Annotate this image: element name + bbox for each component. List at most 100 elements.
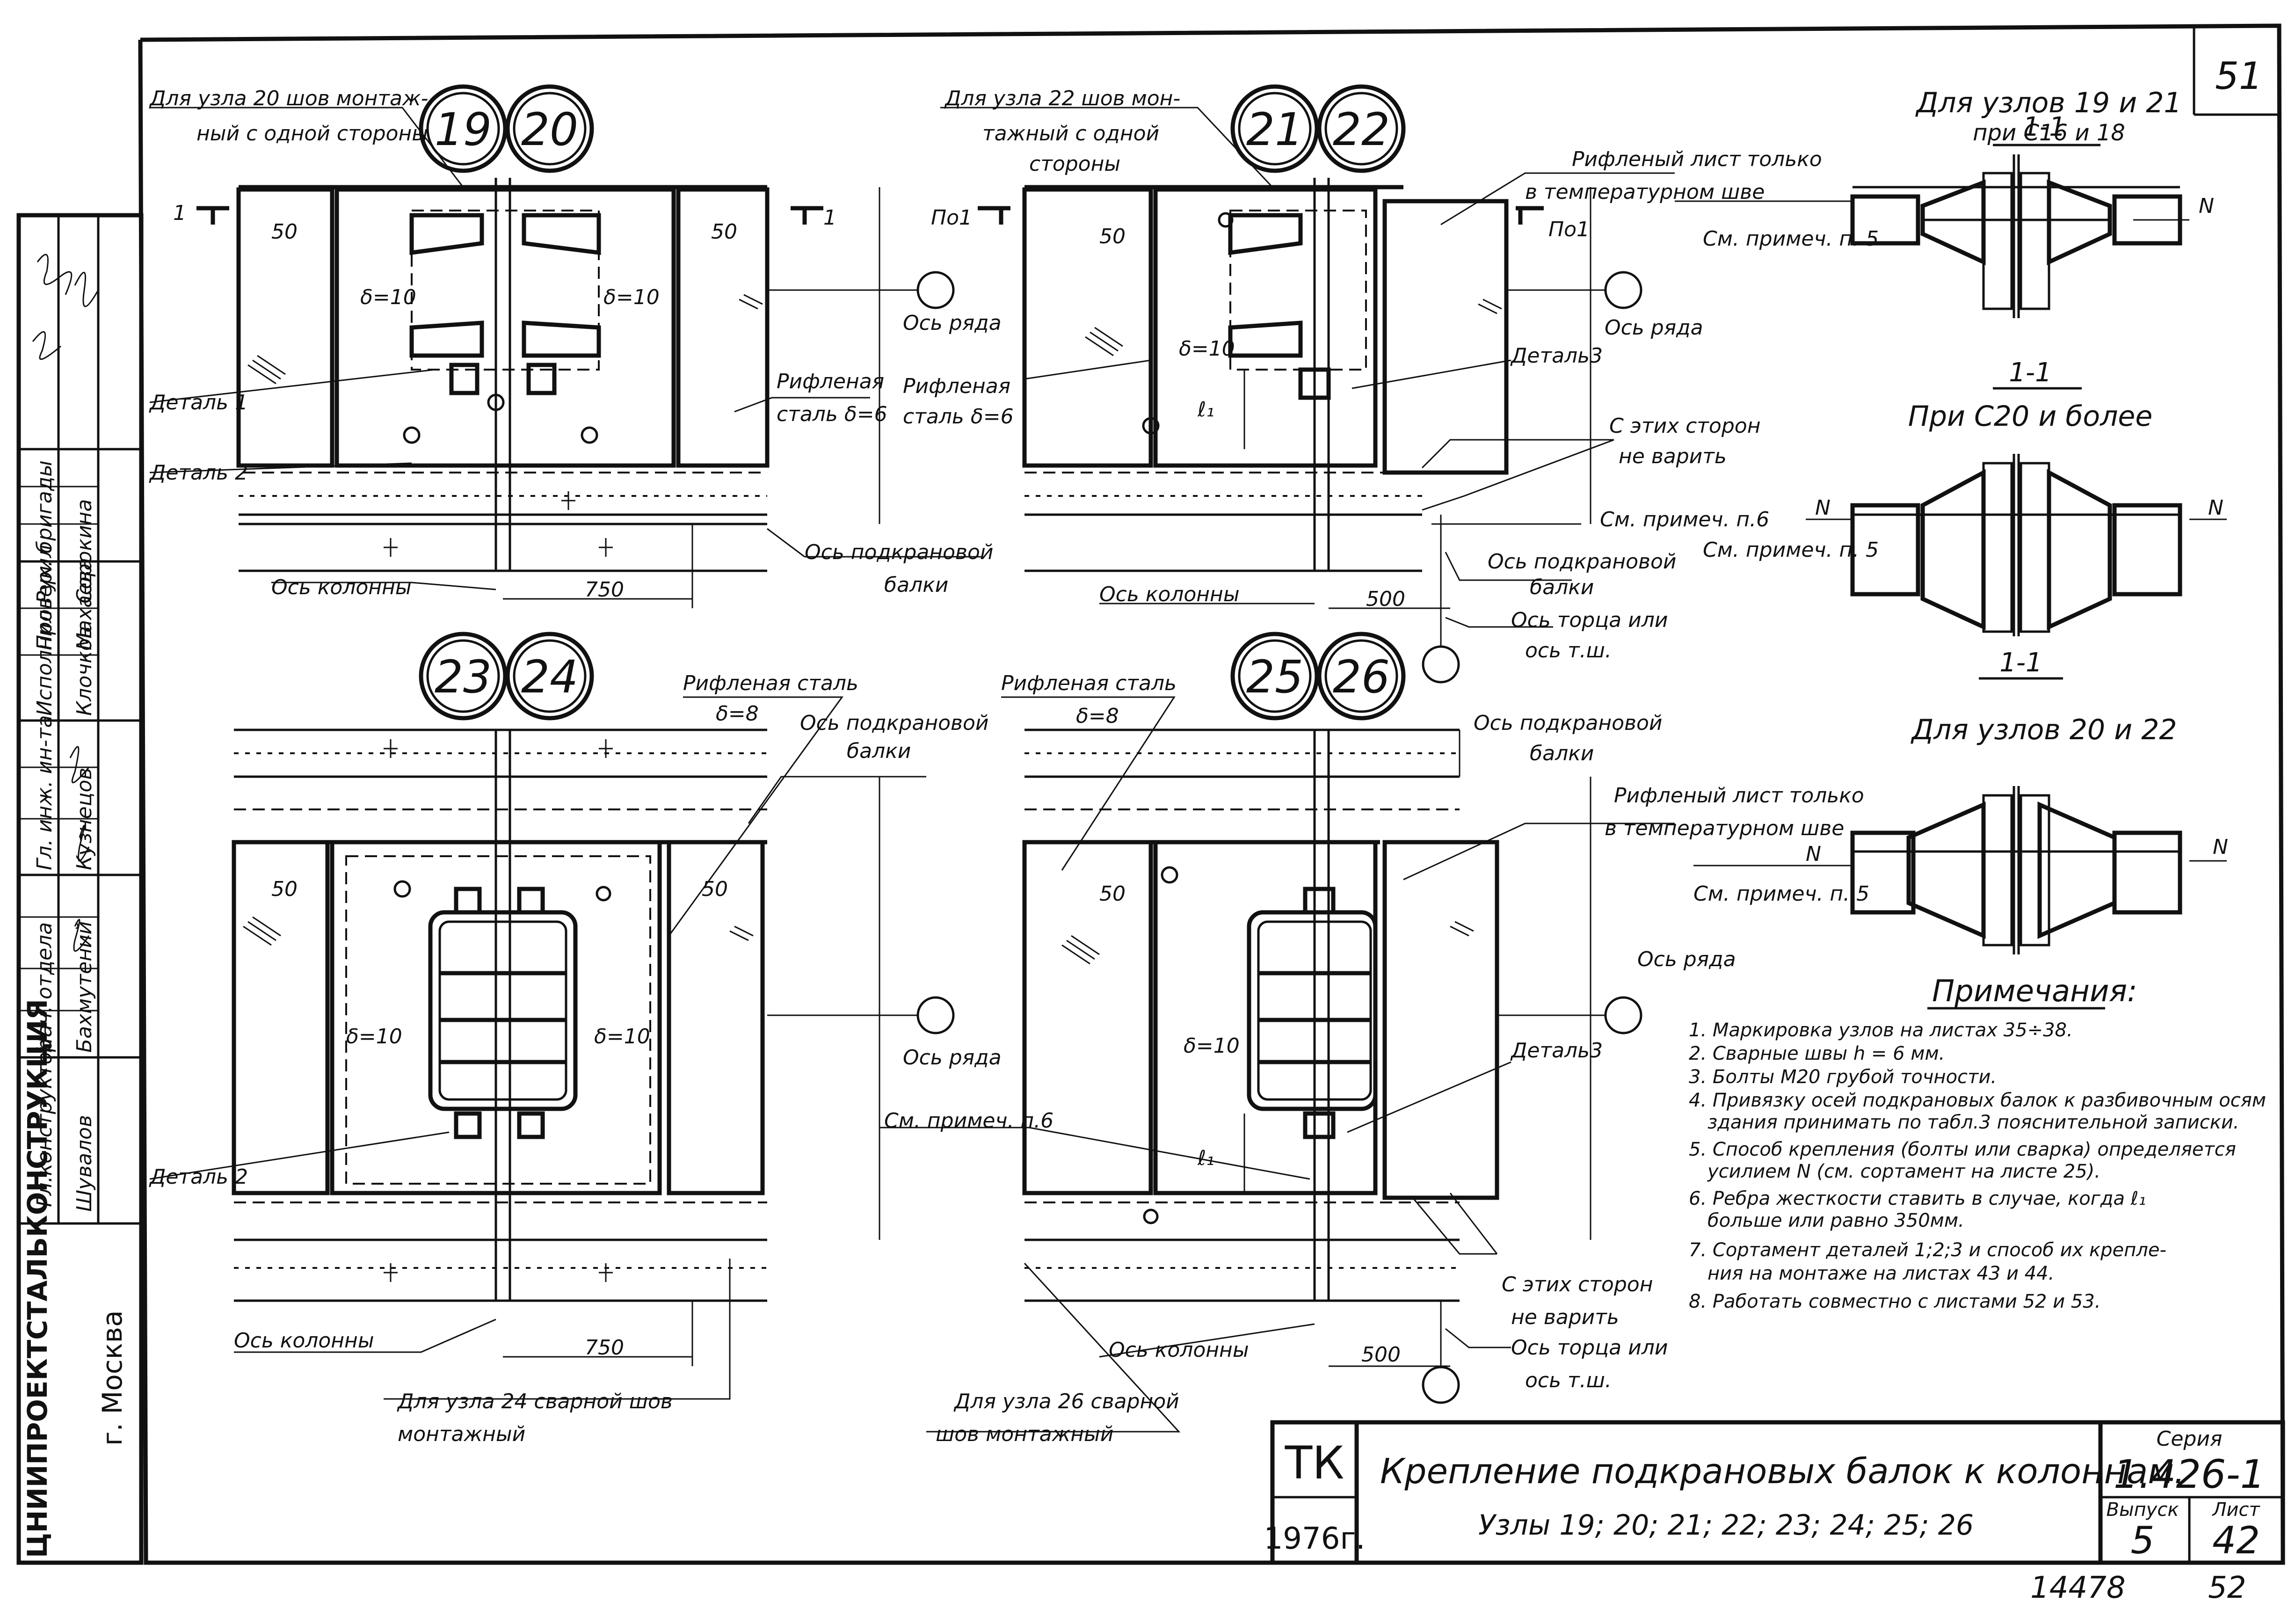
- section1-title: Для узлов 19 и 21: [1915, 87, 2181, 119]
- series-label: Серия: [2157, 1427, 2223, 1451]
- weld-20-line1: Для узла 20 шов монтаж-: [149, 87, 429, 110]
- bottom-number-left: 14478: [2030, 1571, 2126, 1605]
- dim500-b: 500: [1361, 1343, 1401, 1367]
- axis-column-1: Ось колонны: [271, 575, 412, 599]
- sheet-label: Лист: [2211, 1499, 2260, 1521]
- issue-label: Выпуск: [2107, 1499, 2179, 1521]
- weld-22-line1: Для узла 22 шов мон-: [944, 87, 1180, 110]
- role-chief-engineer: Гл. инж. ин-та: [33, 715, 57, 870]
- sheet-number: 51: [2215, 54, 2263, 98]
- org-code: ТК: [1285, 1437, 1344, 1489]
- checkered-steel8-1-line1: Рифленая сталь: [683, 671, 858, 695]
- name-klochkov: Клочков: [73, 626, 96, 716]
- note-5a: 5. Способ крепления (болты или сварка) о…: [1689, 1139, 2236, 1160]
- section3-title: Для узлов 20 и 22: [1910, 713, 2177, 746]
- checkered-steel8-2-line1: Рифленая сталь: [1001, 671, 1177, 695]
- sheet-value: 42: [2212, 1519, 2260, 1562]
- no-weld-1-line2: не варить: [1619, 444, 1727, 468]
- name-kuznetsov: Кузнецов: [73, 768, 96, 870]
- view-23-24: [149, 696, 955, 1400]
- node-circles: [419, 84, 1406, 721]
- checkered-steel-2-line2: сталь δ=6: [903, 405, 1014, 429]
- axis-crane-2-line1: Ось подкрановой: [1488, 550, 1676, 574]
- title-line1: Крепление подкрановых балок к колоннам.: [1380, 1451, 2185, 1492]
- weld-20-line2: ный с одной стороны: [196, 122, 428, 146]
- dim500-a: 500: [1366, 587, 1405, 611]
- axis-crane-1-line2: балки: [884, 573, 948, 597]
- checkered-steel-1-line1: Рифленая: [777, 370, 884, 393]
- note-5b: усилием N (см. сортамент на листе 25).: [1707, 1161, 2100, 1182]
- dim50-c: 50: [1099, 225, 1126, 248]
- axis-crane-3-line1: Ось подкрановой: [800, 711, 988, 735]
- delta10-e: δ=10: [594, 1025, 650, 1048]
- checkered-steel8-2-line2: δ=8: [1076, 704, 1119, 728]
- dim50-b: 50: [711, 220, 737, 244]
- axis-end-1-line2: ось т.ш.: [1525, 639, 1612, 663]
- side-stamp: [16, 213, 144, 1565]
- detail3-label-1: Деталь3: [1510, 344, 1603, 368]
- role-checked: Проверил: [33, 545, 57, 650]
- axis-column-2: Ось колонны: [1099, 582, 1240, 606]
- section-views: [1675, 144, 2227, 954]
- role-brigade-head: Рук. бригады: [33, 460, 57, 604]
- axis-crane-4-line2: балки: [1530, 742, 1594, 765]
- section1-mark: 1-1: [2023, 112, 2065, 142]
- view-19-20: [149, 107, 982, 608]
- view-21-22: [940, 107, 1675, 684]
- checkered-temp-top-line2: в температурном шве: [1525, 180, 1765, 204]
- node-25: 25: [1246, 651, 1303, 703]
- axis-end-2-line1: Ось торца или: [1511, 1336, 1668, 1360]
- role-dept-head: Нач. отдела: [33, 922, 57, 1053]
- axis-row-2: Ось ряда: [1605, 316, 1703, 340]
- weld-22-line2: тажный с одной: [982, 122, 1159, 146]
- dim50-a: 50: [271, 220, 298, 244]
- role-chief-designer: Гл.конструктор: [33, 1039, 57, 1207]
- role-performed: Исполнил: [33, 610, 57, 716]
- axis-end-1-line1: Ось торца или: [1511, 608, 1668, 632]
- force-n-4: N: [1806, 842, 1821, 866]
- name-shuvalov: Шувалов: [73, 1115, 96, 1212]
- no-weld-1-line1: С этих сторон: [1609, 414, 1760, 438]
- node-21: 21: [1246, 103, 1303, 156]
- node-23: 23: [435, 651, 492, 703]
- series-value: 1.426-1: [2114, 1451, 2265, 1497]
- delta10-a: δ=10: [360, 285, 416, 309]
- weld-26-line1: Для узла 26 сварной: [953, 1390, 1179, 1413]
- city-name: г. Москва: [96, 1310, 128, 1446]
- axis-row-4: Ось ряда: [1637, 947, 1736, 971]
- node-22: 22: [1333, 103, 1390, 156]
- see-note5-1: См. примеч. п. 5: [1703, 227, 1879, 251]
- axis-crane-1-line1: Ось подкрановой: [805, 540, 993, 564]
- see-note6-1: См. примеч. п.6: [1600, 508, 1769, 531]
- note-6a: 6. Ребра жесткости ставить в случае, ког…: [1689, 1188, 2146, 1209]
- axis-column-3: Ось колонны: [234, 1329, 374, 1353]
- no-weld-2-line1: С этих сторон: [1502, 1273, 1653, 1296]
- detail3-label-2: Деталь3: [1510, 1039, 1603, 1063]
- weld-22-line3: стороны: [1029, 152, 1120, 176]
- note-6b: больше или равно 350мм.: [1707, 1210, 1964, 1231]
- see-note5-2: См. примеч. п. 5: [1703, 538, 1879, 562]
- note-7a: 7. Сортамент деталей 1;2;3 и способ их к…: [1689, 1239, 2166, 1261]
- checkered-temp-bottom-line1: Рифленый лист только: [1614, 784, 1864, 808]
- dim750-b: 750: [585, 1336, 624, 1360]
- title-line2: Узлы 19; 20; 21; 22; 23; 24; 25; 26: [1478, 1509, 1974, 1542]
- see-note6-2: См. примеч. п.6: [884, 1109, 1054, 1133]
- note-2: 2. Сварные швы h = 6 мм.: [1689, 1043, 1945, 1064]
- see-note5-3: См. примеч. п. 5: [1693, 882, 1869, 906]
- section2-mark: 1-1: [2009, 357, 2051, 388]
- dim50-f: 50: [1099, 882, 1126, 906]
- force-n-1: N: [2199, 194, 2214, 218]
- sheet-frame: [138, 23, 2285, 1565]
- bottom-number-right: 52: [2208, 1571, 2246, 1605]
- l1-b: ℓ₁: [1197, 1146, 1214, 1170]
- l1-a: ℓ₁: [1197, 398, 1214, 422]
- section3-mark: 1-1: [1999, 648, 2042, 678]
- issue-value: 5: [2131, 1519, 2155, 1562]
- cut-mark-right: 1: [823, 206, 836, 230]
- detail1-label: Деталь 1: [149, 391, 248, 415]
- dim750-a: 750: [585, 578, 624, 602]
- checkered-steel-1-line2: сталь δ=6: [777, 402, 887, 426]
- section1-subtitle: при С16 и 18: [1973, 120, 2125, 146]
- delta10-d: δ=10: [346, 1025, 402, 1048]
